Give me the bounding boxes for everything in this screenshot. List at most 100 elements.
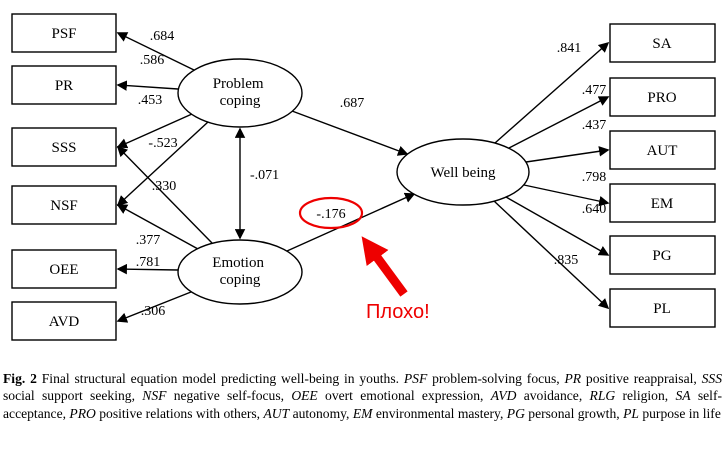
arrow-problem-wellbeing — [291, 110, 409, 156]
red-highlight-ellipse — [298, 196, 364, 230]
latent-label-wellbeing: Well being — [430, 165, 496, 181]
caption-segment: AVD — [490, 388, 517, 404]
caption-segment: PRO — [69, 405, 96, 421]
indicator-label-psf: PSF — [51, 26, 76, 42]
indicator-box-avd — [11, 301, 117, 341]
caption-segment: negative self-focus, — [166, 388, 292, 404]
path-label-emotion-wellbeing: -.176 — [316, 207, 345, 222]
indicator-label-sss: SSS — [51, 140, 76, 156]
latent-label-problem-line1: Problem — [213, 76, 264, 92]
latent-emotion-coping — [177, 239, 303, 305]
indicator-box-em — [609, 183, 716, 223]
caption-segment: PSF — [403, 371, 428, 386]
red-annotation-text: Плохо! — [366, 301, 430, 323]
indicator-box-oee — [11, 249, 117, 289]
loading-wellbeing-sa: .841 — [557, 41, 582, 56]
latent-label-emotion-line2: coping — [220, 272, 261, 288]
loading-problem-nsf: -.523 — [148, 136, 177, 151]
caption-segment: PG — [506, 405, 525, 421]
arrow-emotion-wellbeing — [286, 192, 416, 252]
arrow-problem-nsf — [116, 121, 209, 207]
caption-segment: problem-solving focus, — [427, 371, 565, 386]
arrow-problem-pr — [116, 80, 179, 91]
loading-emotion-nsf: .377 — [136, 233, 161, 248]
path-label-problem-wellbeing: .687 — [340, 96, 365, 111]
loading-wellbeing-pg: .640 — [582, 202, 607, 217]
caption-segment: religion, — [615, 388, 676, 404]
arrow-emotion-sss — [116, 145, 213, 244]
indicator-box-pg — [609, 235, 716, 275]
caption-segment: Final structural equation model predicti… — [36, 371, 404, 386]
loading-emotion-oee: .781 — [136, 255, 161, 270]
caption-segment: environmental mastery, — [372, 405, 507, 421]
arrow-wellbeing-pl — [493, 200, 610, 310]
indicator-label-nsf: NSF — [50, 198, 78, 214]
caption-segment: EM — [352, 405, 373, 421]
arrow-emotion-avd — [116, 291, 192, 323]
loading-wellbeing-pl: .835 — [554, 253, 579, 268]
indicator-label-pr: PR — [55, 78, 73, 94]
loading-problem-pr: .586 — [140, 53, 165, 68]
coefficient-labels: .684 .586 .453 -.523 .330 .377 .781 .306… — [136, 29, 607, 319]
caption-segment: SSS — [701, 371, 723, 386]
sem-diagram: PSF PR SSS NSF OEE AVD SA PRO AUT EM PG … — [11, 13, 716, 341]
caption-segment: purpose in life — [638, 405, 721, 421]
caption-segment: PR — [564, 371, 582, 386]
latent-label-emotion: Emotion coping — [212, 255, 267, 288]
latent-label-problem: Problem coping — [213, 76, 268, 109]
latent-nodes: Problem coping Emotion coping Well being — [177, 58, 530, 305]
indicator-label-avd: AVD — [49, 314, 80, 330]
caption-segment: NSF — [142, 388, 167, 404]
edges — [116, 32, 610, 323]
arrow-emotion-oee — [116, 263, 179, 275]
covariance-label: -.071 — [250, 168, 279, 183]
indicator-label-pro: PRO — [647, 90, 676, 106]
caption-segment: overt emotional expression, — [317, 388, 491, 404]
caption-segment: social support seeking, — [3, 388, 143, 404]
indicator-box-pr — [11, 65, 117, 105]
caption-segment: RLG — [589, 388, 616, 404]
caption-segment: personal growth, — [524, 405, 624, 421]
indicator-label-aut: AUT — [647, 143, 678, 159]
latent-well-being — [396, 138, 530, 206]
caption-segment: positive relations with others, — [95, 405, 264, 421]
loading-emotion-sss: .330 — [152, 179, 177, 194]
caption-segment: self-acceptance, — [3, 388, 722, 421]
indicator-label-pg: PG — [652, 248, 671, 264]
indicator-box-sss — [11, 127, 117, 167]
loading-problem-sss: .453 — [138, 93, 163, 108]
indicator-box-pl — [609, 288, 716, 328]
arrow-emotion-nsf — [116, 204, 199, 250]
latent-problem-coping — [177, 58, 303, 128]
right-indicator-boxes: SA PRO AUT EM PG PL — [609, 23, 716, 328]
loading-problem-psf: .684 — [150, 29, 175, 44]
indicator-box-aut — [609, 130, 716, 170]
red-annotation-arrow-icon — [361, 236, 408, 297]
left-indicator-boxes: PSF PR SSS NSF OEE AVD — [11, 13, 117, 341]
arrow-wellbeing-sa — [494, 41, 610, 144]
caption-segment: autonomy, — [289, 405, 353, 421]
indicator-box-pro — [609, 77, 716, 117]
loading-wellbeing-em: .798 — [582, 170, 607, 185]
red-annotation: Плохо! — [298, 196, 430, 323]
figure-caption: Fig. 2 Final structural equation model p… — [0, 360, 727, 422]
arrow-problem-psf — [116, 32, 195, 71]
arrow-problem-sss — [116, 113, 193, 149]
indicator-box-sa — [609, 23, 716, 63]
arrow-wellbeing-pg — [505, 196, 610, 256]
loading-wellbeing-aut: .437 — [582, 118, 607, 133]
indicator-box-nsf — [11, 185, 117, 225]
caption-segment: positive reappraisal, — [581, 371, 702, 386]
arrow-wellbeing-em — [523, 184, 610, 207]
loading-emotion-avd: .306 — [141, 304, 166, 319]
indicator-box-psf — [11, 13, 117, 53]
caption-segment: SA — [675, 388, 691, 404]
indicator-label-em: EM — [651, 196, 674, 212]
caption-segment: Fig. 2 — [3, 371, 37, 386]
loading-wellbeing-pro: .477 — [582, 83, 607, 98]
arrow-wellbeing-aut — [525, 146, 610, 163]
caption-segment: AUT — [263, 405, 290, 421]
caption-segment: avoidance, — [516, 388, 590, 404]
caption-segment: PL — [623, 405, 639, 421]
arrow-wellbeing-pro — [508, 96, 610, 149]
